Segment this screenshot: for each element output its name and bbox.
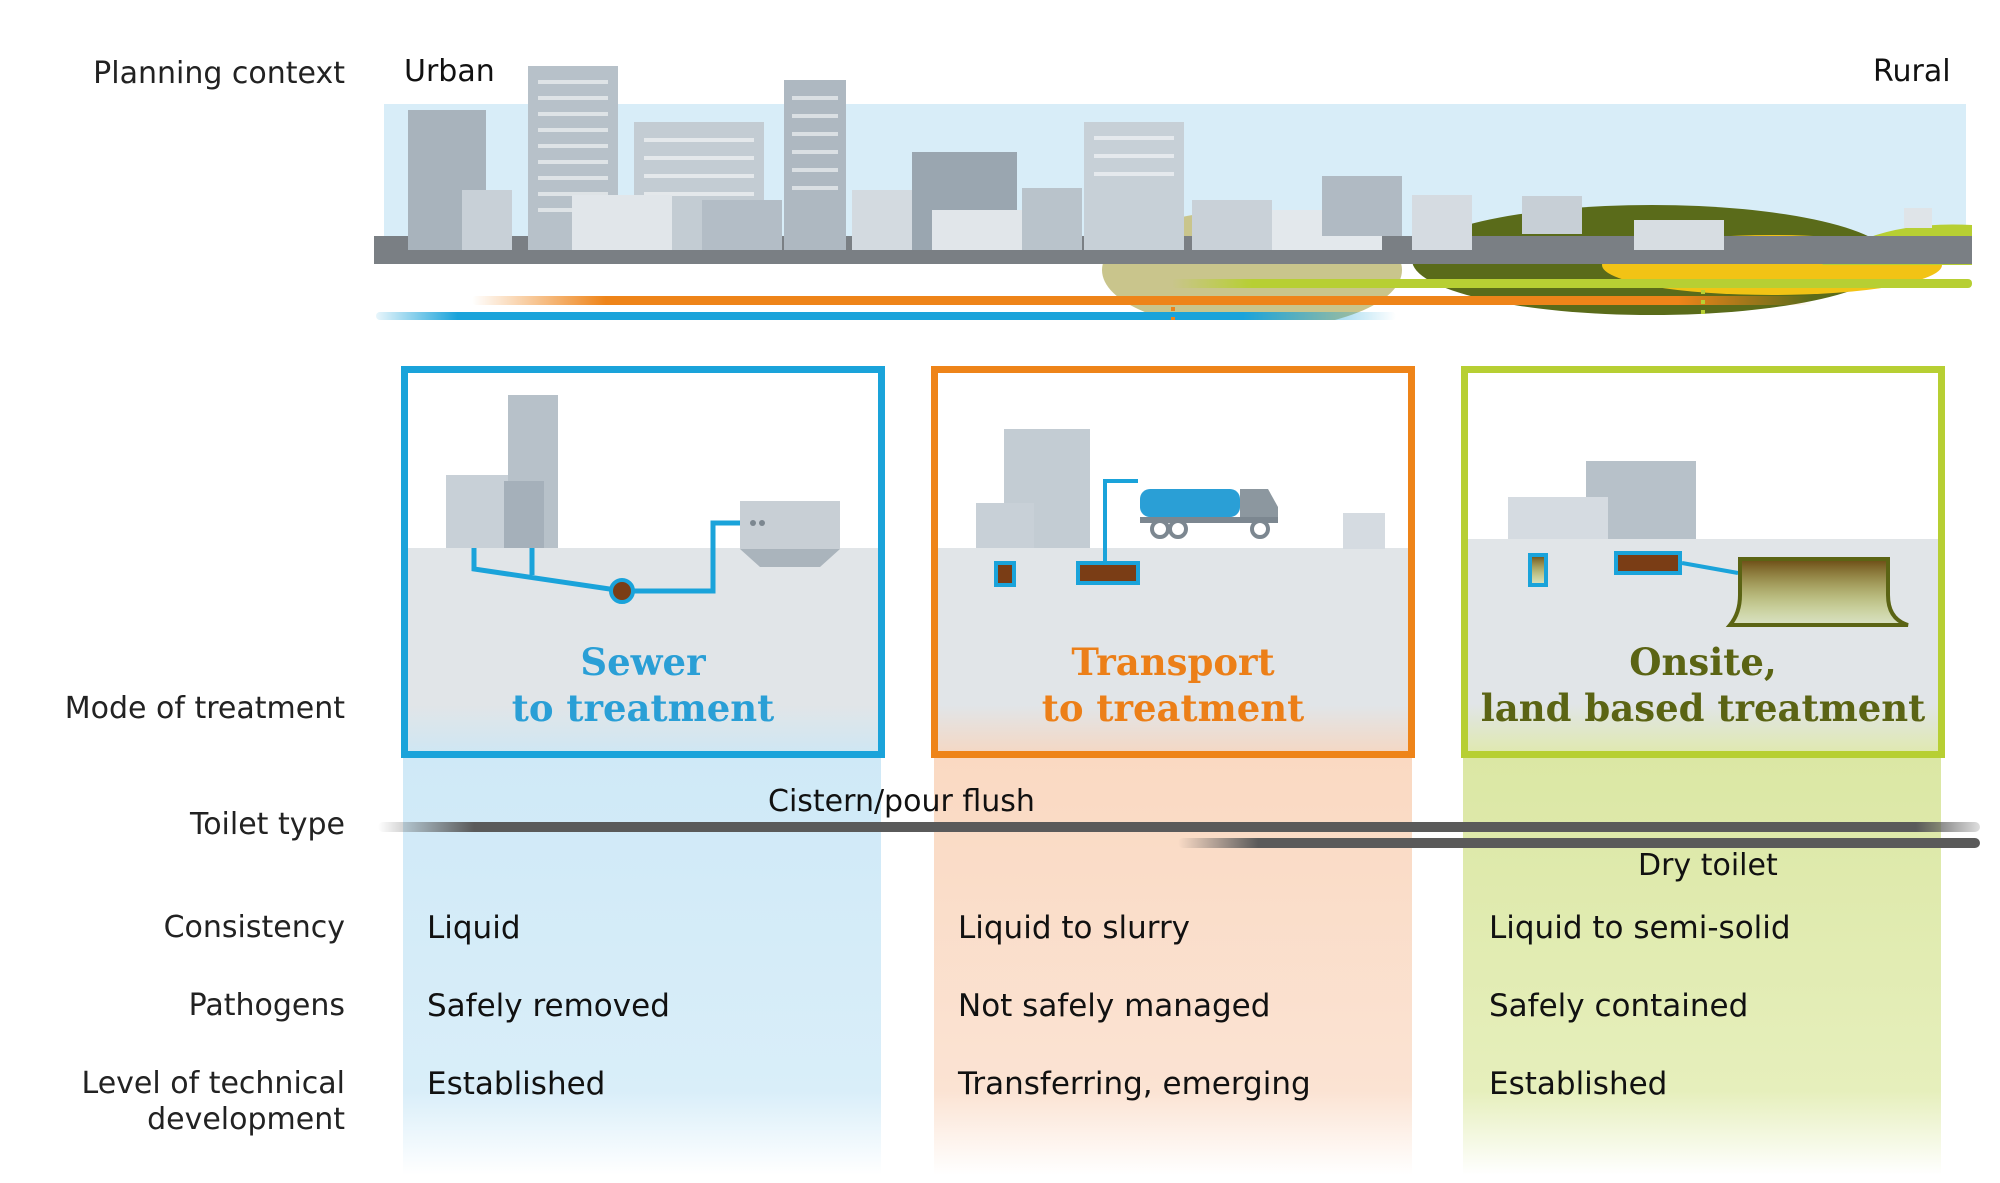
onsite-title: Onsite, land based treatment bbox=[1480, 640, 1926, 730]
treatment-tank bbox=[740, 501, 840, 549]
transport-consistency: Liquid to slurry bbox=[958, 910, 1191, 946]
sewer-title: Sewer to treatment bbox=[511, 640, 775, 730]
treatment-tank bbox=[1343, 513, 1385, 549]
house bbox=[572, 195, 672, 250]
house bbox=[462, 190, 512, 250]
drainage-field bbox=[1725, 557, 1909, 627]
office-building bbox=[1084, 122, 1184, 250]
urban-label: Urban bbox=[404, 54, 495, 89]
cistern-flush-line bbox=[378, 822, 1980, 832]
house bbox=[1192, 200, 1272, 250]
house bbox=[976, 503, 1034, 548]
transport-range-bar bbox=[472, 296, 1812, 305]
consistency-label: Consistency bbox=[163, 910, 345, 945]
sewer-consistency: Liquid bbox=[427, 910, 521, 946]
toilet-type-label: Toilet type bbox=[189, 807, 345, 842]
urban-rural-skyline-illustration bbox=[374, 66, 1972, 320]
house bbox=[1904, 208, 1932, 228]
pit-latrine-icon bbox=[994, 561, 1016, 587]
dry-toilet-line bbox=[1178, 838, 1980, 848]
onsite-range-bar bbox=[1172, 279, 1972, 288]
transport-title: Transport to treatment bbox=[1041, 640, 1305, 730]
onsite-pathogens: Safely contained bbox=[1489, 988, 1749, 1024]
vacuum-truck-cab bbox=[1240, 489, 1278, 521]
transport-illustration bbox=[938, 429, 1408, 751]
sewer-range-bar bbox=[376, 312, 1396, 320]
tech-level-label-line1: Level of technical bbox=[81, 1066, 345, 1101]
transport-pathogens: Not safely managed bbox=[958, 988, 1271, 1024]
sewer-illustration bbox=[408, 395, 878, 751]
house bbox=[504, 481, 544, 548]
pit-latrine-icon bbox=[1528, 553, 1548, 587]
house bbox=[1522, 196, 1582, 234]
tech-level-label: Level of technical development bbox=[82, 1066, 345, 1138]
planning-context-label: Planning context bbox=[93, 56, 345, 91]
onsite-column-band bbox=[1463, 755, 1941, 1175]
house bbox=[1412, 195, 1472, 250]
pathogens-label: Pathogens bbox=[188, 988, 345, 1023]
onsite-mode-box: Onsite, land based treatment bbox=[1461, 366, 1945, 758]
tech-level-label-line2: development bbox=[147, 1102, 345, 1137]
onsite-consistency: Liquid to semi-solid bbox=[1489, 910, 1791, 946]
house bbox=[1634, 220, 1724, 250]
house bbox=[852, 190, 912, 250]
onsite-illustration bbox=[1468, 461, 1938, 751]
house bbox=[446, 475, 508, 548]
house bbox=[1508, 497, 1608, 539]
sewer-pathogens: Safely removed bbox=[427, 988, 670, 1024]
house bbox=[1022, 188, 1082, 250]
house bbox=[702, 200, 782, 250]
cistern-flush-label: Cistern/pour flush bbox=[768, 784, 1035, 819]
tower-building bbox=[784, 80, 846, 250]
transport-mode-box: Transport to treatment bbox=[931, 366, 1415, 758]
transport-tech-level: Transferring, emerging bbox=[958, 1066, 1311, 1102]
vacuum-truck-tank bbox=[1140, 489, 1240, 517]
sewer-tech-level: Established bbox=[427, 1066, 606, 1102]
septic-tank-icon bbox=[1614, 551, 1682, 575]
sewer-mode-box: Sewer to treatment bbox=[401, 366, 885, 758]
onsite-tech-level: Established bbox=[1489, 1066, 1668, 1102]
sewer-manhole-icon bbox=[609, 578, 635, 604]
septic-tank-icon bbox=[1076, 561, 1140, 585]
mode-of-treatment-label: Mode of treatment bbox=[64, 691, 345, 726]
rural-label: Rural bbox=[1873, 54, 1951, 89]
house bbox=[1322, 176, 1402, 236]
dry-toilet-label: Dry toilet bbox=[1638, 848, 1778, 883]
